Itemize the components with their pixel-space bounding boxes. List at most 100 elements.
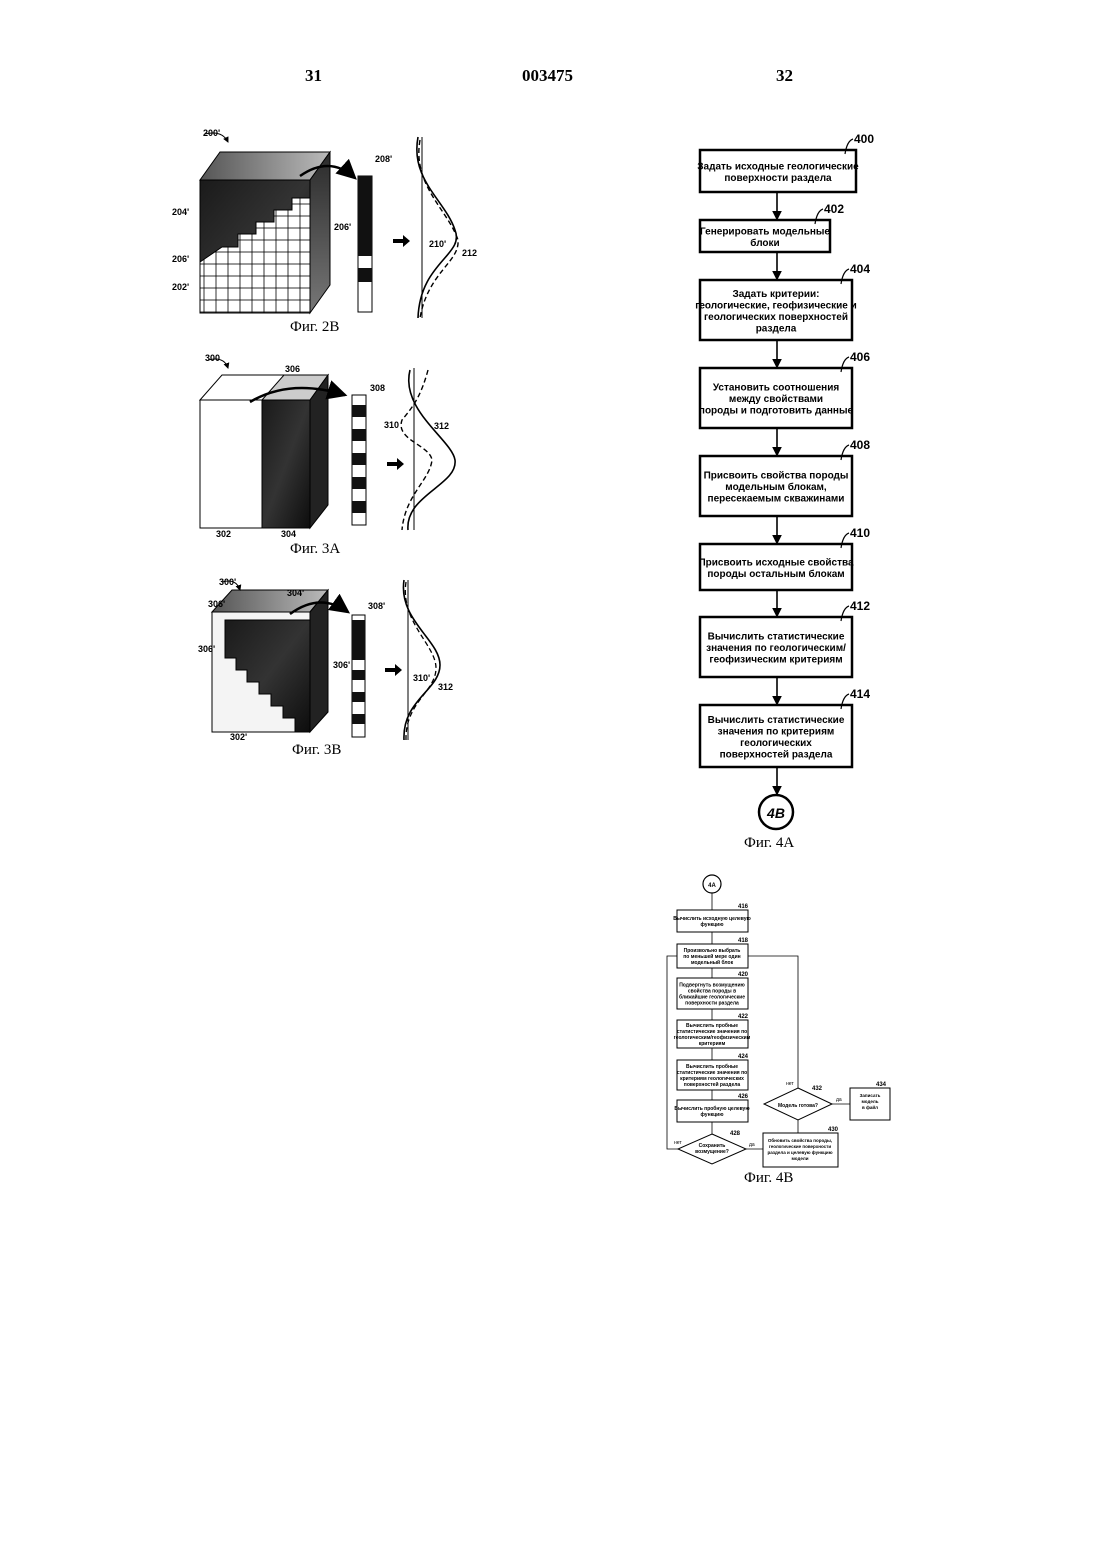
caption-fig-4b: Фиг. 4В [744, 1170, 793, 1187]
right-arrow-icon [387, 458, 404, 470]
step-text-418: модельный блок [691, 959, 734, 966]
step-number-422: 422 [738, 1014, 749, 1020]
column-cell [352, 477, 366, 489]
caption-fig-2b: Фиг. 2В [290, 319, 339, 336]
step-text-414: поверхностей раздела [720, 749, 833, 760]
step-text-402: Генерировать модельные [700, 226, 830, 237]
step-number-418: 418 [738, 938, 749, 944]
step-text-424: Вычислить пробные [686, 1063, 738, 1070]
label-302: 302 [216, 529, 231, 539]
caption-fig-4a: Фиг. 4А [744, 835, 794, 852]
label-300b: 300' [219, 577, 236, 587]
decision-yes-428: да [749, 1142, 755, 1148]
loop-line-no-432 [748, 956, 798, 1088]
right-arrow-icon [385, 664, 402, 676]
step-number-430: 430 [828, 1127, 839, 1133]
step-number-412: 412 [850, 599, 870, 613]
label-306b: 306' [208, 599, 225, 609]
step-text-430: геологические поверхности [769, 1144, 832, 1149]
step-text-404: геологических поверхностей [704, 312, 848, 323]
curve-dashed [419, 140, 458, 318]
label-302b: 302' [230, 732, 247, 742]
figure-3a: 300 306 308 310 312 302 304 [200, 353, 455, 539]
step-text-402: блоки [750, 237, 779, 249]
column-cell [352, 501, 366, 513]
step-text-400: Задать исходные геологические [697, 161, 859, 172]
step-number-410: 410 [850, 526, 870, 540]
step-text-412: значения по геологическим/ [706, 643, 846, 654]
label-206b: 206' [334, 222, 351, 232]
step-number-420: 420 [738, 972, 749, 978]
step-number-434: 434 [876, 1082, 887, 1088]
step-text-416: функцию [700, 921, 724, 928]
block-front-dark [262, 400, 310, 528]
decision-text-432: Модель готова? [778, 1103, 818, 1109]
label-212: 212 [462, 248, 477, 258]
step-text-420: свойства породы в [688, 988, 736, 995]
step-text-430: Обновить свойства породы, [768, 1137, 832, 1143]
caption-fig-3b: Фиг. 3В [292, 742, 341, 759]
label-308b: 308' [368, 601, 385, 611]
step-text-406: породы и подготовить данные [699, 406, 854, 417]
label-304b: 304' [287, 588, 304, 598]
step-text-410: породы остальным блокам [707, 568, 844, 580]
block-side-face [310, 590, 328, 732]
label-208: 208' [375, 154, 392, 164]
column-cell [352, 620, 365, 660]
step-text-422: геологическим/геофизическим [674, 1034, 751, 1041]
label-312: 312 [434, 421, 449, 431]
step-text-420: ближайшие геологические [679, 994, 745, 1001]
label-204: 204' [172, 207, 189, 217]
step-text-426: Вычислить пробную целевую [674, 1105, 750, 1112]
step-text-410: Присвоить исходные свойства [698, 557, 854, 568]
step-text-418: по меньшей мере один [683, 953, 740, 960]
step-text-412: Вычислить статистические [708, 632, 845, 643]
step-text-404: раздела [756, 323, 797, 334]
label-306b-3: 306' [333, 660, 350, 670]
caption-fig-3a: Фиг. 3А [290, 541, 340, 558]
step-number-402: 402 [824, 202, 844, 216]
label-200: 200' [203, 128, 220, 138]
step-text-406: между свойствами [729, 394, 823, 405]
label-310: 310 [384, 420, 399, 430]
right-arrow-icon [393, 235, 410, 247]
curve-dashed [405, 582, 436, 740]
block-front-light [200, 400, 262, 528]
step-text-418: Произвольно выбрать [684, 947, 741, 954]
step-number-424: 424 [738, 1054, 749, 1060]
loop-line-no [667, 956, 678, 1149]
step-text-400: поверхности раздела [724, 173, 832, 184]
column-cell [352, 670, 365, 680]
step-text-420: поверхности раздела [685, 1001, 739, 1007]
label-310b: 310' [413, 673, 430, 683]
step-text-422: Вычислить пробные [686, 1022, 738, 1029]
label-300: 300 [205, 353, 220, 363]
column-cell [352, 405, 366, 417]
block-top-face [212, 590, 328, 612]
step-number-404: 404 [850, 262, 870, 276]
step-text-424: поверхностей раздела [684, 1081, 741, 1088]
connector-4b-label: 4B [766, 805, 785, 821]
step-number-432: 432 [812, 1086, 823, 1092]
step-number-416: 416 [738, 904, 749, 910]
figure-3b: 300' 304' 306' 308' 306' 306' 310' 312 3… [198, 577, 453, 742]
step-number-414: 414 [850, 687, 870, 701]
label-306b-2: 306' [198, 644, 215, 654]
column-cell [352, 714, 365, 724]
column-log-dark [358, 176, 372, 256]
step-number-400: 400 [854, 132, 874, 146]
connector-4a-label: 4A [708, 883, 716, 889]
step-text-414: значения по критериям [718, 726, 835, 737]
label-308: 308 [370, 383, 385, 393]
label-312b: 312 [438, 682, 453, 692]
step-text-434: модель [862, 1099, 879, 1104]
step-number-408: 408 [850, 438, 870, 452]
column-cell [352, 453, 366, 465]
label-210: 210' [429, 239, 446, 249]
block-side-face [310, 375, 328, 528]
step-text-412: геофизическим критериям [709, 654, 842, 666]
curve-solid [408, 370, 455, 530]
step-text-406: Установить соотношения [713, 383, 840, 394]
step-text-414: геологических [740, 738, 812, 749]
